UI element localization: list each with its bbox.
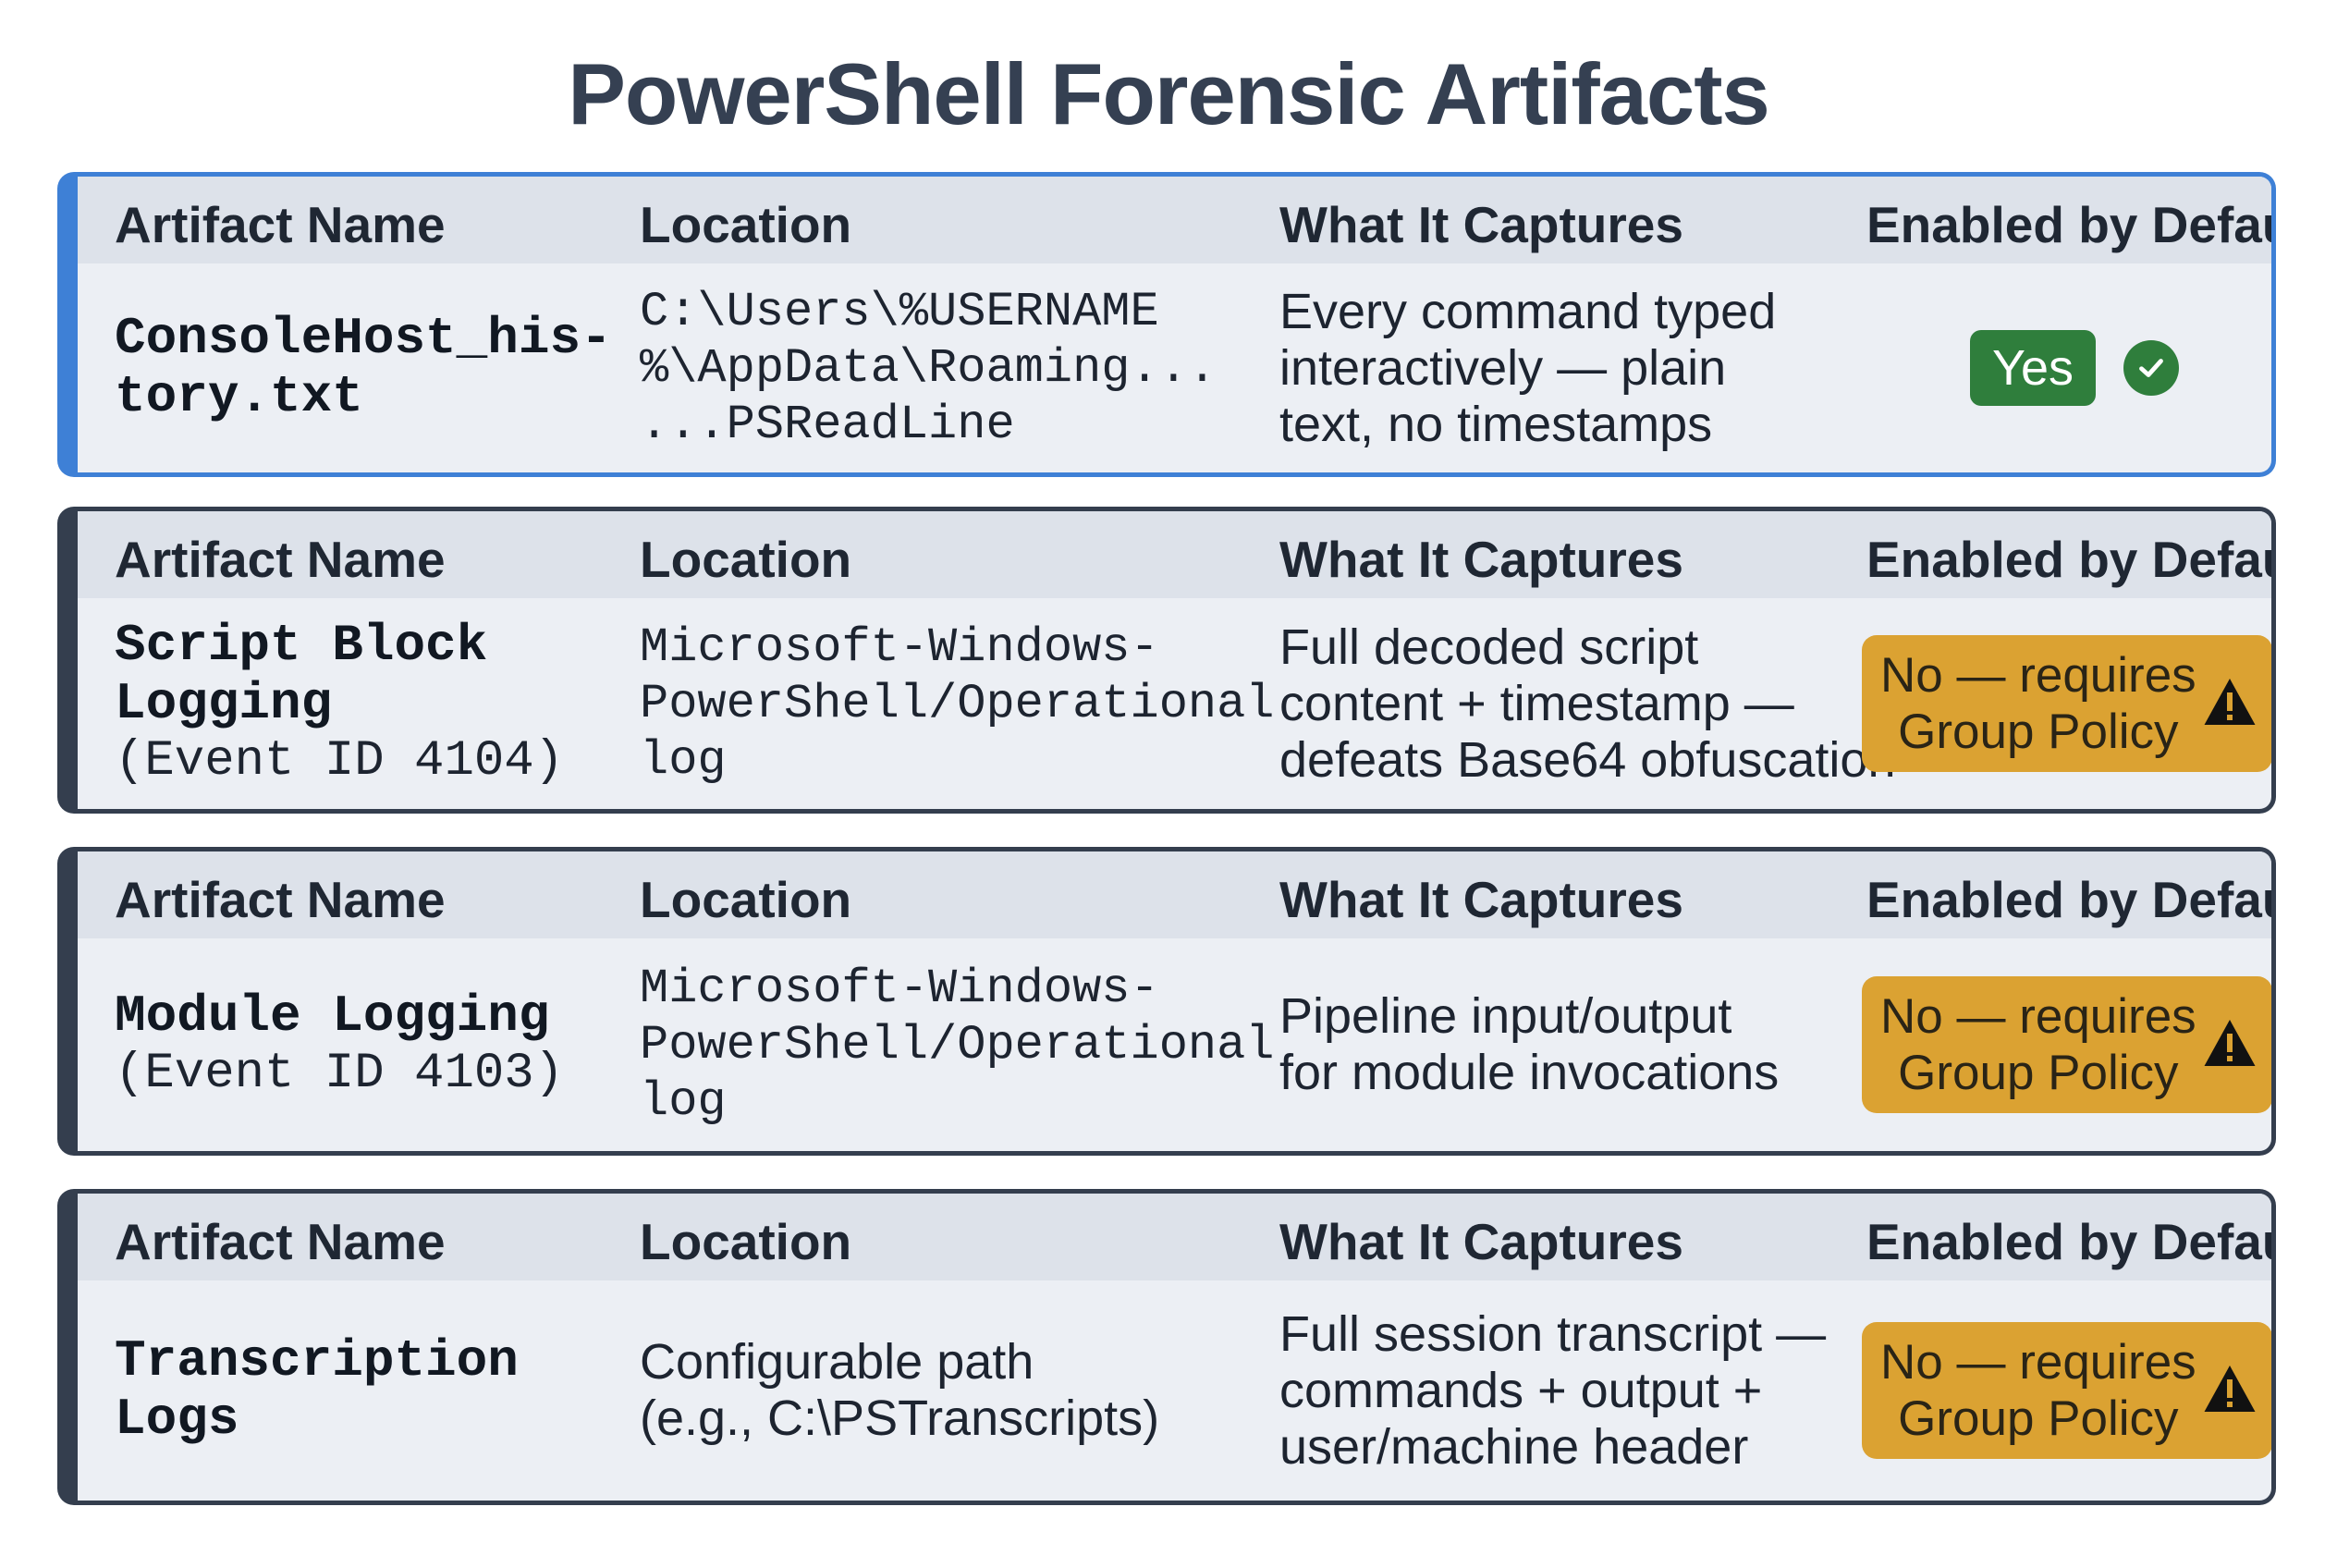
location-cell: Microsoft-Windows- PowerShell/Operationa… [640, 938, 1275, 1151]
warning-icon [2204, 1366, 2256, 1412]
captures-line: commands + output + [1279, 1362, 1763, 1418]
page-title: PowerShell Forensic Artifacts [568, 45, 1770, 142]
header-artifact-name: Artifact Name [115, 1213, 446, 1270]
check-circle-icon [2123, 340, 2180, 396]
location-cell: Configurable path (e.g., C:\PSTranscript… [640, 1280, 1268, 1501]
artifact-card-script-block: Artifact Name Location What It Captures … [57, 507, 2276, 814]
artifact-card-consolehost: Artifact Name Location What It Captures … [57, 172, 2276, 477]
status-badge-yes: Yes [1969, 330, 2097, 406]
card-body: Script Block Logging (Event ID 4104) Mic… [78, 598, 2271, 809]
badge-text-line: No — requires [1880, 989, 2196, 1044]
card-header: Artifact Name Location What It Captures … [78, 177, 2271, 263]
header-location: Location [640, 531, 852, 588]
artifact-card-transcription: Artifact Name Location What It Captures … [57, 1189, 2276, 1505]
location-cell: C:\Users\%USERNAME %\AppData\Roaming... … [640, 263, 1268, 472]
card-header: Artifact Name Location What It Captures … [78, 851, 2271, 938]
badge-text-line: Group Policy [1898, 1046, 2179, 1100]
location-line: log [640, 732, 727, 788]
card-body: ConsoleHost_his- tory.txt C:\Users\%USER… [78, 263, 2271, 472]
location-line: log [640, 1073, 727, 1129]
badge-text: No — requires Group Policy [1880, 988, 2196, 1101]
header-enabled: Enabled by Default? [1866, 1213, 2271, 1270]
captures-line: text, no timestamps [1279, 396, 1713, 452]
location-line: C:\Users\%USERNAME [640, 284, 1159, 339]
captures-line: defeats Base64 obfuscation [1279, 731, 1896, 788]
artifact-name-line: Module Logging [115, 986, 550, 1046]
header-enabled: Enabled by Default? [1866, 531, 2271, 588]
captures-cell: Pipeline input/output for module invocat… [1279, 938, 1853, 1151]
status-badge-no: No — requires Group Policy [1862, 635, 2271, 772]
location-line: PowerShell/Operational [640, 1017, 1275, 1072]
enabled-cell: No — requires Group Policy [1862, 938, 2271, 1151]
header-location: Location [640, 871, 852, 928]
artifact-name-line: tory.txt [115, 367, 363, 426]
artifact-name-line: Script Block [115, 616, 488, 675]
captures-cell: Every command typed interactively — plai… [1279, 263, 1853, 472]
card-body: Transcription Logs Configurable path (e.… [78, 1280, 2271, 1501]
warning-icon [2204, 679, 2256, 725]
artifact-name-line: ConsoleHost_his- [115, 309, 612, 368]
captures-line: content + timestamp — [1279, 675, 1794, 731]
badge-text-line: No — requires [1880, 1335, 2196, 1390]
enabled-cell: No — requires Group Policy [1862, 1280, 2271, 1501]
captures-line: Pipeline input/output [1279, 988, 1732, 1044]
header-enabled: Enabled by Default? [1866, 196, 2271, 253]
badge-text: No — requires Group Policy [1880, 647, 2196, 760]
captures-cell: Full session transcript — commands + out… [1279, 1280, 1853, 1501]
badge-text-line: Group Policy [1898, 704, 2179, 759]
header-artifact-name: Artifact Name [115, 531, 446, 588]
card-header: Artifact Name Location What It Captures … [78, 1194, 2271, 1280]
header-artifact-name: Artifact Name [115, 196, 446, 253]
header-location: Location [640, 1213, 852, 1270]
enabled-cell: Yes [1880, 263, 2269, 472]
status-badge-no: No — requires Group Policy [1862, 976, 2271, 1113]
card-body: Module Logging (Event ID 4103) Microsoft… [78, 938, 2271, 1151]
captures-line: Every command typed [1279, 283, 1777, 339]
location-line: Microsoft-Windows- [640, 961, 1159, 1016]
artifact-name-cell: ConsoleHost_his- tory.txt [115, 263, 614, 472]
header-enabled: Enabled by Default? [1866, 871, 2271, 928]
artifact-name-cell: Transcription Logs [115, 1280, 614, 1501]
artifact-card-module-logging: Artifact Name Location What It Captures … [57, 847, 2276, 1156]
header-captures: What It Captures [1279, 1213, 1683, 1270]
enabled-cell: No — requires Group Policy [1862, 598, 2271, 809]
card-header: Artifact Name Location What It Captures … [78, 511, 2271, 598]
captures-cell: Full decoded script content + timestamp … [1279, 598, 1896, 809]
event-id-label: (Event ID 4104) [115, 733, 565, 790]
header-location: Location [640, 196, 852, 253]
artifact-name-cell: Script Block Logging (Event ID 4104) [115, 598, 614, 809]
location-line: (e.g., C:\PSTranscripts) [640, 1390, 1160, 1446]
badge-text-line: No — requires [1880, 648, 2196, 703]
location-line: PowerShell/Operational [640, 676, 1275, 731]
badge-text: No — requires Group Policy [1880, 1334, 2196, 1447]
captures-line: interactively — plain [1279, 339, 1727, 396]
warning-icon [2204, 1020, 2256, 1066]
badge-text-line: Group Policy [1898, 1391, 2179, 1446]
captures-line: for module invocations [1279, 1045, 1780, 1100]
header-captures: What It Captures [1279, 871, 1683, 928]
captures-line: Full session transcript — [1279, 1305, 1827, 1362]
location-line: ...PSReadLine [640, 397, 1015, 452]
captures-line: Full decoded script [1279, 619, 1699, 675]
status-badge-no: No — requires Group Policy [1862, 1322, 2271, 1459]
location-cell: Microsoft-Windows- PowerShell/Operationa… [640, 598, 1275, 809]
artifact-name-line: Logging [115, 674, 333, 733]
captures-line: user/machine header [1279, 1418, 1749, 1475]
header-captures: What It Captures [1279, 531, 1683, 588]
artifact-name-cell: Module Logging (Event ID 4103) [115, 938, 614, 1151]
location-line: Configurable path [640, 1334, 1034, 1390]
header-artifact-name: Artifact Name [115, 871, 446, 928]
location-line: Microsoft-Windows- [640, 619, 1159, 675]
location-line: %\AppData\Roaming... [640, 340, 1217, 396]
event-id-label: (Event ID 4103) [115, 1045, 565, 1102]
artifact-name-line: Transcription Logs [115, 1331, 519, 1449]
header-captures: What It Captures [1279, 196, 1683, 253]
